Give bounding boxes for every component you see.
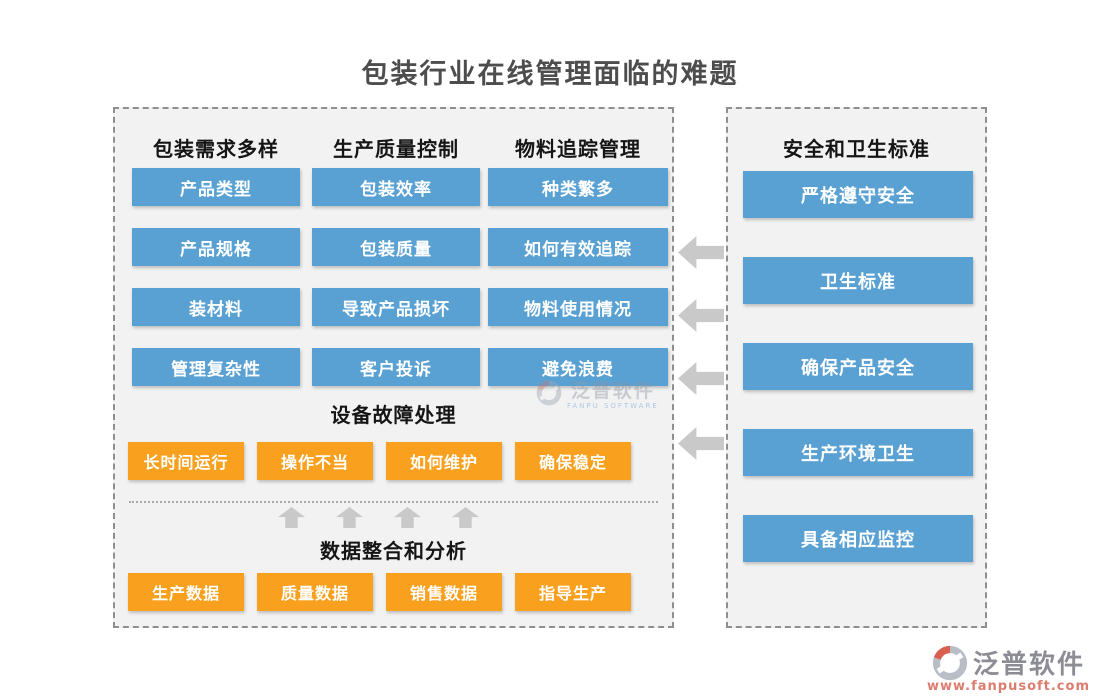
equipment-section-header: 设备故障处理 — [330, 403, 457, 427]
column-header-quality-control: 生产质量控制 — [333, 137, 459, 161]
material-tracking-item: 如何有效追踪 — [488, 228, 668, 266]
column-quality-control: 生产质量控制 包装效率 包装质量 导致产品损坏 客户投诉 — [312, 127, 480, 408]
safety-item: 具备相应监控 — [743, 515, 973, 562]
arrow-left-icon — [678, 299, 724, 332]
safety-panel-header: 安全和卫生标准 — [783, 137, 930, 161]
material-tracking-item: 物料使用情况 — [488, 288, 668, 326]
safety-panel: 安全和卫生标准 严格遵守安全 卫生标准 确保产品安全 生产环境卫生 具备相应监控 — [726, 107, 987, 628]
data-row: 生产数据 质量数据 销售数据 指导生产 — [128, 573, 631, 611]
column-packaging-demand: 包装需求多样 产品类型 产品规格 装材料 管理复杂性 — [132, 127, 300, 408]
packaging-demand-item: 产品规格 — [132, 228, 300, 266]
arrow-up-icon — [452, 507, 479, 528]
arrow-up-icon — [394, 507, 421, 528]
packaging-demand-item: 产品类型 — [132, 168, 300, 206]
safety-item: 生产环境卫生 — [743, 429, 973, 476]
equipment-item: 长时间运行 — [128, 442, 244, 480]
column-material-tracking: 物料追踪管理 种类繁多 如何有效追踪 物料使用情况 避免浪费 — [488, 127, 668, 408]
packaging-demand-item: 装材料 — [132, 288, 300, 326]
challenges-panel: 包装需求多样 产品类型 产品规格 装材料 管理复杂性 生产质量控制 包装效率 包… — [113, 107, 674, 628]
watermark-subtitle: FANPU SOFTWARE — [567, 402, 659, 410]
arrow-left-icon — [678, 362, 724, 395]
up-arrows-group — [278, 507, 479, 528]
data-item: 销售数据 — [386, 573, 502, 611]
column-header-packaging-demand: 包装需求多样 — [153, 137, 279, 161]
quality-control-item: 导致产品损坏 — [312, 288, 480, 326]
watermark-brand: 泛普软件 — [570, 380, 655, 402]
equipment-row: 长时间运行 操作不当 如何维护 确保稳定 — [128, 442, 631, 480]
center-watermark: 泛普软件 FANPU SOFTWARE — [536, 380, 659, 410]
dotted-divider — [129, 501, 658, 503]
page-title: 包装行业在线管理面临的难题 — [361, 59, 739, 90]
safety-item: 确保产品安全 — [743, 343, 973, 390]
arrow-up-icon — [278, 507, 305, 528]
equipment-item: 操作不当 — [257, 442, 373, 480]
fanpu-logo-icon — [536, 380, 562, 406]
arrow-up-icon — [336, 507, 363, 528]
data-item: 生产数据 — [128, 573, 244, 611]
arrow-left-icon — [678, 236, 724, 269]
equipment-item: 确保稳定 — [515, 442, 631, 480]
safety-item: 卫生标准 — [743, 257, 973, 304]
footer-url: www.fanpusoft.com — [926, 679, 1090, 694]
data-item: 质量数据 — [257, 573, 373, 611]
material-tracking-item: 种类繁多 — [488, 168, 668, 206]
safety-item: 严格遵守安全 — [743, 171, 973, 218]
arrow-left-icon — [678, 427, 724, 460]
quality-control-item: 客户投诉 — [312, 348, 480, 386]
data-item: 指导生产 — [515, 573, 631, 611]
quality-control-item: 包装效率 — [312, 168, 480, 206]
footer-logo: 泛普软件 www.fanpusoft.com — [927, 644, 1090, 694]
material-tracking-item: 避免浪费 — [488, 348, 668, 386]
column-header-material-tracking: 物料追踪管理 — [515, 137, 641, 161]
footer-brand: 泛普软件 — [972, 650, 1085, 680]
quality-control-item: 包装质量 — [312, 228, 480, 266]
equipment-item: 如何维护 — [386, 442, 502, 480]
data-section-header: 数据整合和分析 — [320, 539, 467, 563]
fanpu-logo-icon — [932, 645, 968, 680]
packaging-demand-item: 管理复杂性 — [132, 348, 300, 386]
